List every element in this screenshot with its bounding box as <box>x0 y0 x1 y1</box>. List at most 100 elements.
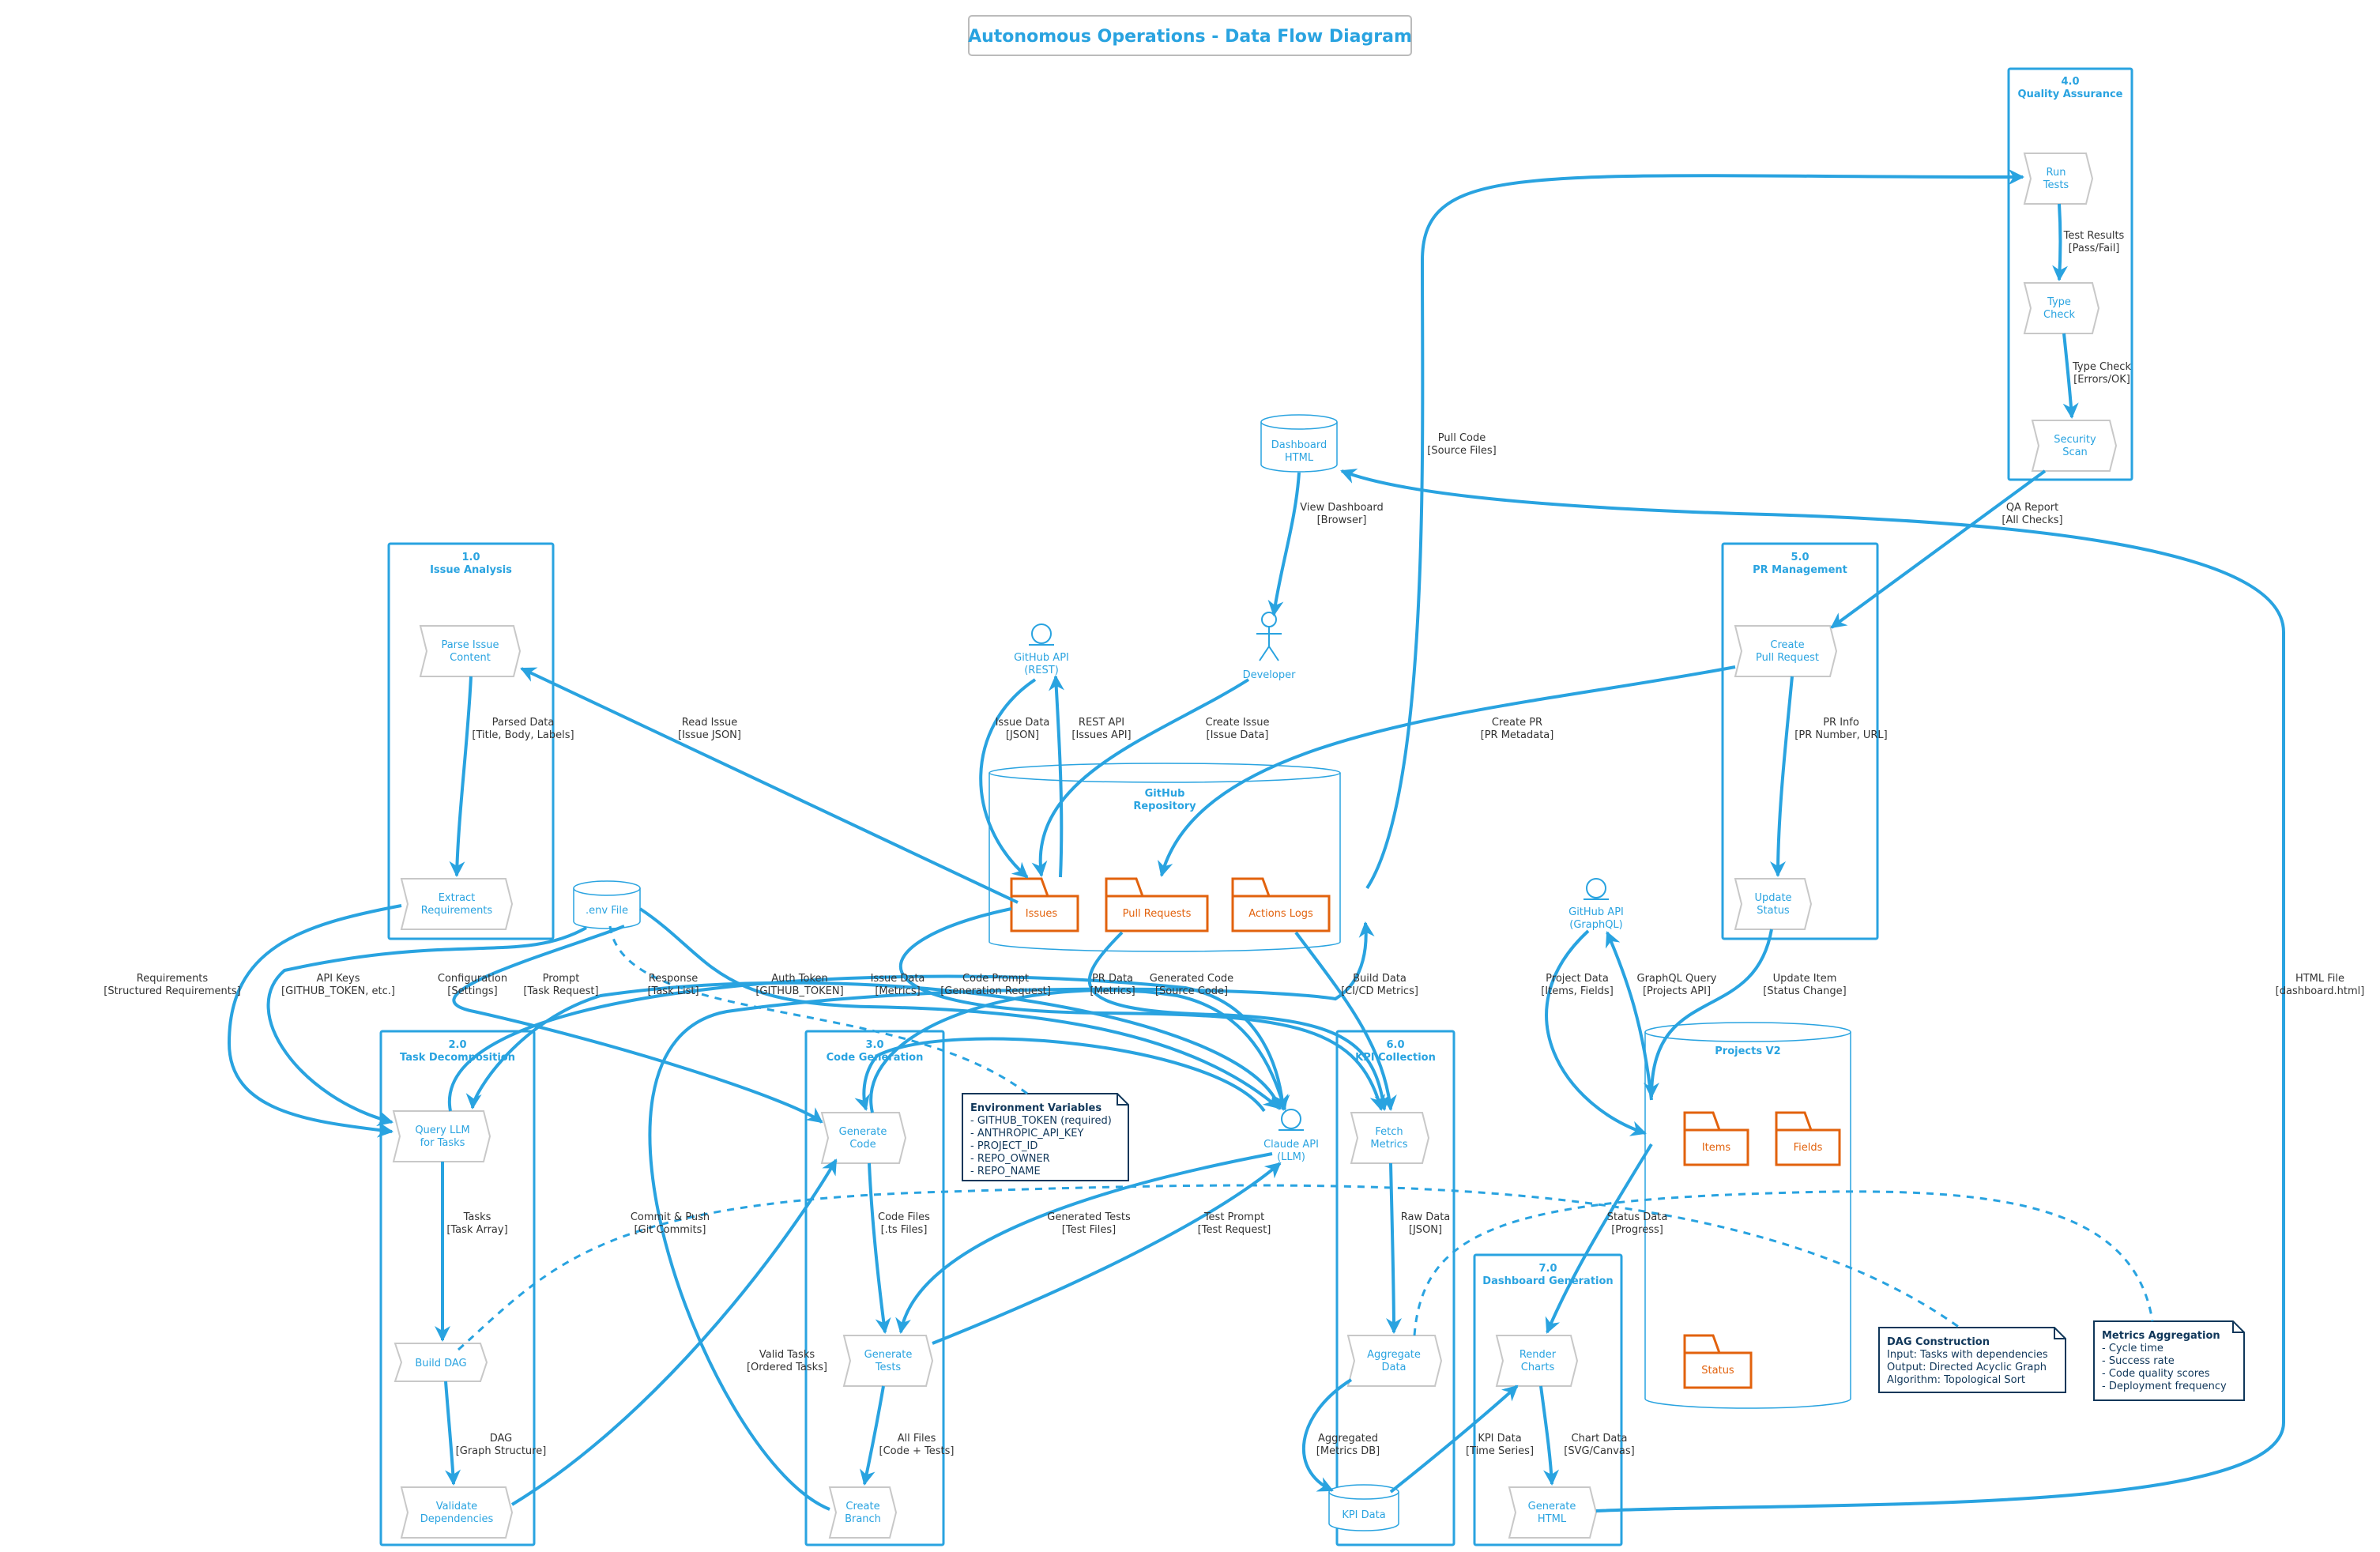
flow-label-test-results-2: [Pass/Fail] <box>2069 243 2120 254</box>
group-quality-assurance-number: 4.0 <box>2061 76 2079 88</box>
flow-label-view-dashboard-2: [Browser] <box>1317 514 1367 526</box>
actor-claude-api-line1: Claude API <box>1263 1139 1319 1151</box>
process-generate-html[interactable]: Generate HTML <box>1508 1486 1598 1539</box>
store-kpi-data: KPI Data <box>1328 1484 1399 1531</box>
store-kpi-data-label: KPI Data <box>1342 1509 1385 1521</box>
group-task-decomposition-number: 2.0 <box>448 1039 466 1051</box>
note-metrics-aggregation-line: - Code quality scores <box>2102 1368 2210 1380</box>
process-security-scan[interactable]: Security Scan <box>2031 420 2118 472</box>
flow-label-commit-1: Commit & Push <box>631 1211 710 1223</box>
group-dashboard-generation-number: 7.0 <box>1538 1263 1557 1275</box>
process-generate-tests[interactable]: Generate Tests <box>842 1335 934 1387</box>
process-parse-issue-content[interactable]: Parse Issue Content <box>419 625 522 677</box>
flow-label-dag-2: [Graph Structure] <box>456 1445 547 1457</box>
process-type-check-line1: Type <box>2047 296 2071 308</box>
process-aggregate-data[interactable]: Aggregate Data <box>1346 1335 1443 1387</box>
process-type-check[interactable]: Type Check <box>2023 282 2100 334</box>
edge-all-files <box>859 1385 885 1486</box>
flow-label-aggregated-2: [Metrics DB] <box>1316 1445 1380 1457</box>
note-dag-construction-line: Output: Directed Acyclic Graph <box>1887 1362 2047 1373</box>
process-generate-tests-line1: Generate <box>864 1349 913 1361</box>
flow-label-code-prompt-1: Code Prompt <box>962 973 1029 985</box>
flow-label-issue-metrics-2: [Metrics] <box>875 985 920 997</box>
process-query-llm[interactable]: Query LLM for Tasks <box>392 1110 491 1162</box>
flow-label-api-keys-1: API Keys <box>316 973 360 985</box>
flow-label-test-prompt-2: [Test Request] <box>1198 1224 1271 1236</box>
process-extract-requirements-line2: Requirements <box>421 905 493 917</box>
process-render-charts[interactable]: Render Charts <box>1495 1335 1579 1387</box>
note-dag-construction-title: DAG Construction <box>1887 1336 1990 1348</box>
process-fetch-metrics[interactable]: Fetch Metrics <box>1350 1112 1430 1164</box>
note-environment-variables-line: - PROJECT_ID <box>970 1140 1037 1152</box>
flow-label-code-prompt-2: [Generation Request] <box>940 985 1051 997</box>
diagram-title: Autonomous Operations - Data Flow Diagra… <box>968 15 1412 56</box>
store-dashboard-html: Dashboard HTML <box>1260 414 1338 473</box>
edge-note-dag <box>457 1184 1960 1351</box>
edge-read-issue <box>520 667 1019 904</box>
process-create-pull-request[interactable]: Create Pull Request <box>1734 625 1838 677</box>
process-validate-dependencies[interactable]: Validate Dependencies <box>400 1486 514 1539</box>
process-update-status[interactable]: Update Status <box>1734 878 1813 930</box>
edge-note-env <box>608 925 1028 1095</box>
flow-label-issue-data-json-2: [JSON] <box>1006 729 1039 741</box>
actor-developer: Developer <box>1243 612 1296 681</box>
edge-kpi-data <box>1389 1384 1519 1494</box>
folder-pull-requests: Pull Requests <box>1105 877 1209 932</box>
note-dag-construction: DAG Construction Input: Tasks with depen… <box>1878 1327 2066 1393</box>
process-extract-requirements-line1: Extract <box>439 892 476 904</box>
process-create-branch[interactable]: Create Branch <box>828 1486 898 1539</box>
process-aggregate-data-line2: Data <box>1381 1362 1406 1373</box>
flow-label-qa-report-1: QA Report <box>2006 502 2058 514</box>
edge-create-issue <box>1031 678 1250 877</box>
group-dashboard-generation-name: Dashboard Generation <box>1482 1275 1613 1287</box>
store-projects-v2: Projects V2 <box>1644 1022 1851 1409</box>
folder-issues: Issues <box>1010 877 1079 932</box>
flow-label-pr-info-1: PR Info <box>1823 717 1859 729</box>
edge-note-metrics <box>1413 1190 2154 1336</box>
process-generate-code[interactable]: Generate Code <box>820 1112 907 1164</box>
store-env-file: .env File <box>573 880 641 929</box>
note-metrics-aggregation-line: - Cycle time <box>2102 1343 2163 1354</box>
note-environment-variables-line: - REPO_NAME <box>970 1166 1041 1177</box>
edge-parsed-data <box>449 676 473 877</box>
flow-label-type-check-2: [Errors/OK] <box>2073 374 2130 386</box>
process-extract-requirements[interactable]: Extract Requirements <box>400 878 514 930</box>
group-task-decomposition: 2.0 Task Decomposition <box>379 1030 536 1546</box>
flow-label-rest-api-1: REST API <box>1079 717 1124 729</box>
flow-label-chart-data-2: [SVG/Canvas] <box>1564 1445 1634 1457</box>
process-render-charts-line1: Render <box>1520 1349 1557 1361</box>
flow-label-graphql-query-2: [Projects API] <box>1643 985 1711 997</box>
group-issue-analysis: 1.0 Issue Analysis <box>387 542 555 940</box>
folder-items: Items <box>1683 1111 1749 1166</box>
diagram-title-text: Autonomous Operations - Data Flow Diagra… <box>968 27 1412 47</box>
process-validate-dependencies-line2: Dependencies <box>420 1513 494 1525</box>
process-run-tests[interactable]: Run Tests <box>2023 153 2094 205</box>
flow-label-generated-code-1: Generated Code <box>1150 973 1233 985</box>
edge-generated-code <box>854 1037 1266 1113</box>
flow-label-generated-code-2: [Source Code] <box>1155 985 1228 997</box>
flow-label-pull-code-1: Pull Code <box>1438 432 1486 444</box>
note-metrics-aggregation-title: Metrics Aggregation <box>2102 1330 2220 1342</box>
folder-pull-requests-label: Pull Requests <box>1123 908 1192 920</box>
actor-claude-api-line2: (LLM) <box>1277 1151 1305 1163</box>
edge-auth-token <box>638 907 1280 1109</box>
flow-label-status-data-2: [Progress] <box>1611 1224 1663 1236</box>
folder-fields-label: Fields <box>1794 1142 1823 1154</box>
flow-label-issue-data-json-1: Issue Data <box>996 717 1050 729</box>
flow-label-issue-metrics-1: Issue Data <box>871 973 925 985</box>
actor-claude-api: Claude API (LLM) <box>1263 1109 1319 1163</box>
flow-label-read-issue-2: [Issue JSON] <box>678 729 741 741</box>
flow-labels: Read Issue [Issue JSON] Parsed Data [Tit… <box>104 230 2364 1457</box>
process-build-dag[interactable]: Build DAG <box>394 1343 488 1382</box>
group-pr-management-number: 5.0 <box>1791 552 1809 563</box>
flow-label-status-data-1: Status Data <box>1607 1211 1668 1223</box>
note-environment-variables-line: - GITHUB_TOKEN (required) <box>970 1115 1112 1127</box>
group-issue-analysis-number: 1.0 <box>461 552 480 563</box>
edge-rest-api <box>1048 675 1064 878</box>
group-dashboard-generation: 7.0 Dashboard Generation <box>1473 1253 1623 1546</box>
flow-label-all-files-1: All Files <box>898 1433 936 1445</box>
actor-github-api-graphql-line1: GitHub API <box>1568 906 1624 918</box>
flow-label-view-dashboard-1: View Dashboard <box>1300 502 1384 514</box>
process-create-pull-request-line1: Create <box>1770 639 1804 651</box>
edge-commit-push <box>648 921 1375 1511</box>
